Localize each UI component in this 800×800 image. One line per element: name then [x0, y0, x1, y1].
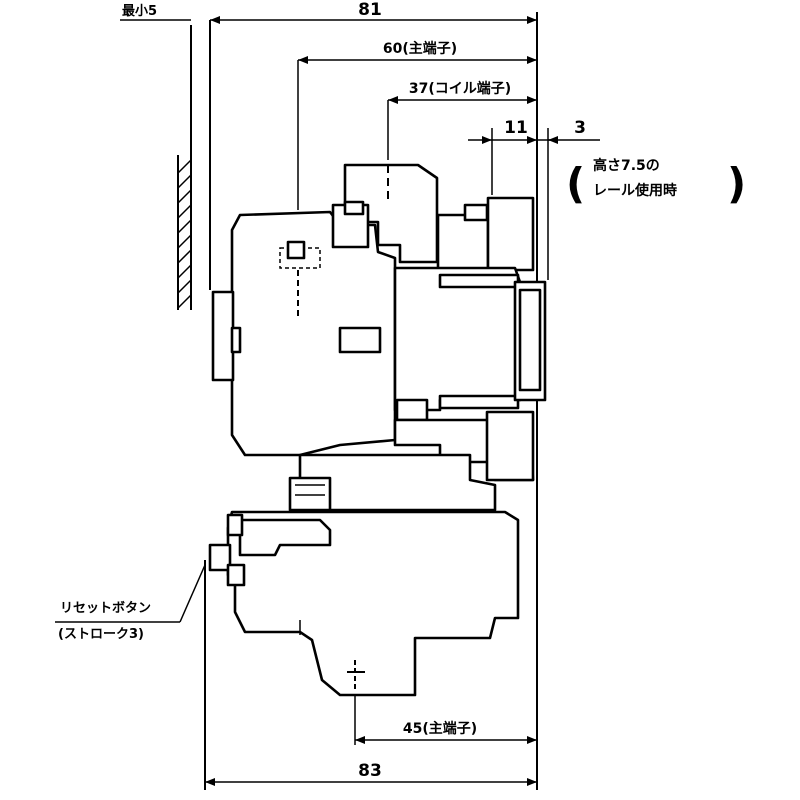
- dim-83-label: 83: [358, 761, 382, 781]
- thermal-overload-relay: [208, 510, 520, 697]
- reset-stroke-label: (ストローク3): [58, 627, 144, 642]
- dim-60-label: 60(主端子): [383, 40, 457, 57]
- rail-note-line1: 高さ7.5の: [593, 157, 660, 174]
- rail-note-paren-open: (: [566, 159, 585, 208]
- min-clearance-label: 最小5: [122, 4, 157, 19]
- reset-button-label: リセットボタン: [60, 600, 151, 616]
- rail-note-line2: レール使用時: [593, 182, 677, 199]
- contactor-body: [211, 163, 547, 512]
- dim-81-label: 81: [358, 0, 382, 20]
- mounting-wall: [177, 25, 192, 310]
- dimension-lines: [55, 12, 600, 790]
- rail-note-paren-close: ): [727, 159, 746, 208]
- dim-45-label: 45(主端子): [403, 720, 477, 737]
- dim-11-label: 11: [504, 118, 528, 138]
- dim-37-label: 37(コイル端子): [409, 80, 511, 97]
- dim-3-label: 3: [574, 118, 586, 138]
- main-terminal-marker: [279, 240, 321, 320]
